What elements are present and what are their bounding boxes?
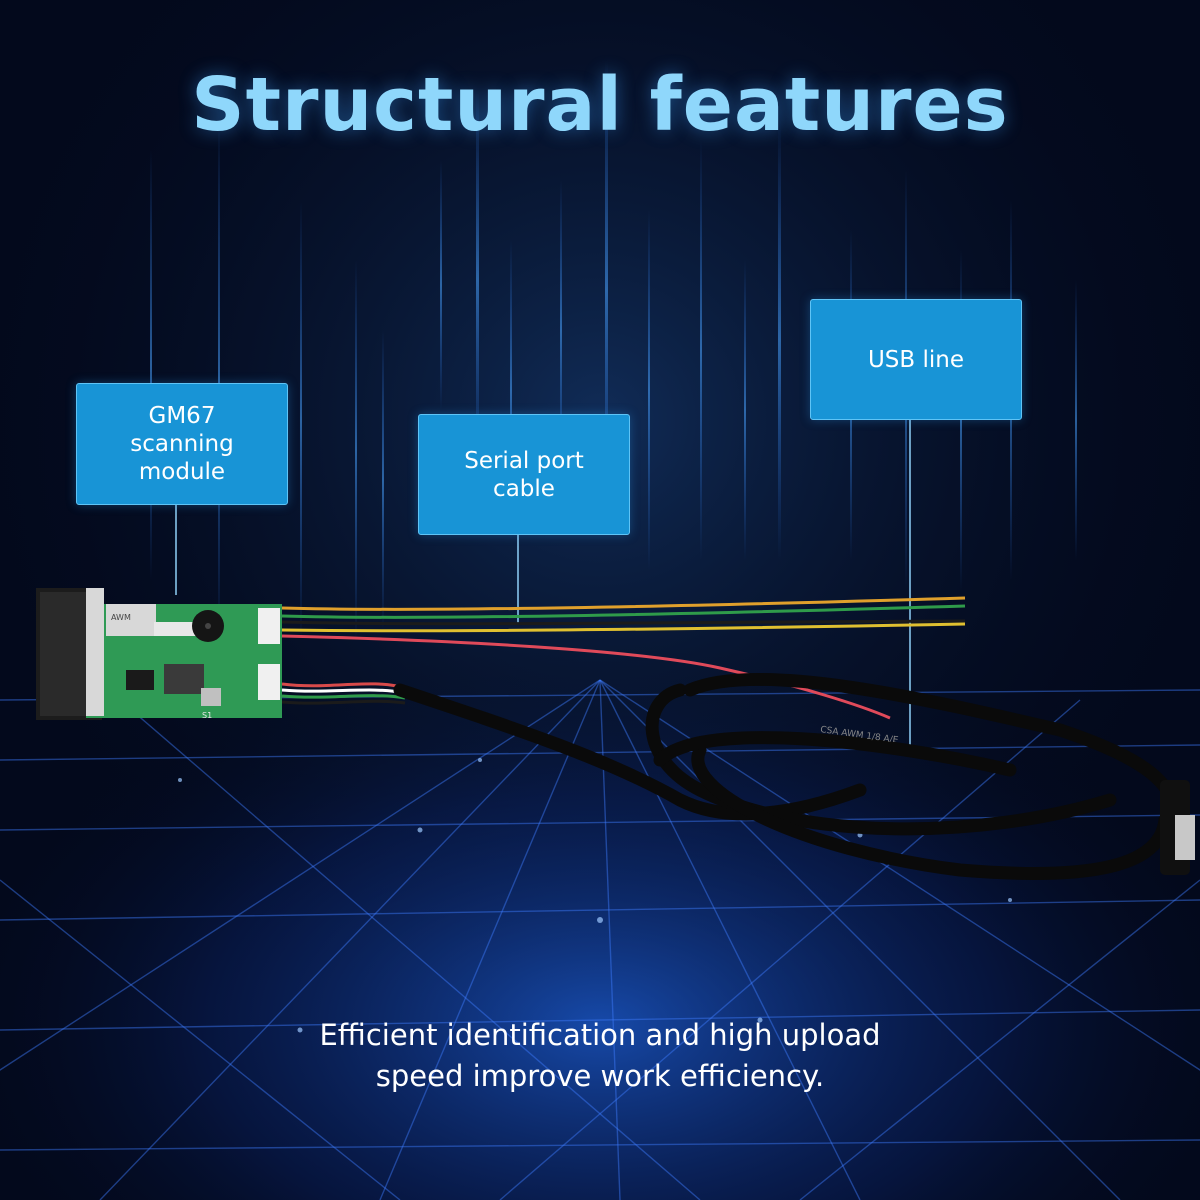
connector-usb [258,664,280,700]
page-title: Structural features [191,62,1009,148]
flex-ribbon [86,588,104,716]
grid-nodes [178,758,1012,1033]
serial-wires [281,596,966,720]
caption-line-1: Efficient identification and high upload [319,1018,881,1052]
cable-print: CSA AWM 1/8 A/E [820,725,899,742]
gm67-board-image: AWM S1 [36,588,282,720]
usb-connector [1160,780,1195,875]
floor-grid [0,679,1200,1200]
callout-serial-cable: Serial port cable [418,414,630,535]
usb-wires [281,682,406,705]
awm-label: AWM [111,613,131,622]
callout-gm67-module: GM67 scanning module [76,383,288,505]
caption-line-2: speed improve work efficiency. [375,1059,825,1093]
caption: Efficient identification and high upload… [200,1015,1000,1097]
button-s1 [201,688,221,706]
svg-text:CSA AWM 1/8 A/E: CSA AWM 1/8 A/E [820,725,899,742]
s1-label: S1 [202,711,212,720]
callout-usb-line: USB line [810,299,1022,420]
connector-serial [258,608,280,644]
